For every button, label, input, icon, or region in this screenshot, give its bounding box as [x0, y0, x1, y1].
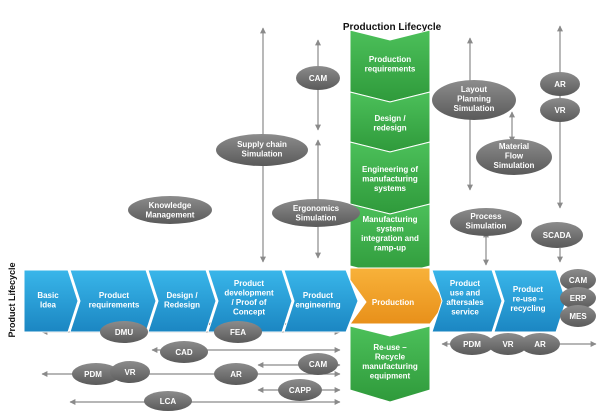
svg-text:AR: AR	[230, 370, 242, 379]
svg-text:CAD: CAD	[175, 348, 193, 357]
product-stage-6-shape	[431, 269, 503, 333]
product-stage-label: Design /Redesign	[164, 291, 200, 310]
tool-pdm-left: PDM	[72, 363, 120, 385]
product-stage-4-shape	[207, 269, 293, 333]
production-stage-label: Design /redesign	[373, 114, 406, 133]
svg-text:CAM: CAM	[569, 276, 588, 285]
svg-text:PDM: PDM	[463, 340, 481, 349]
production-center-shape	[349, 267, 447, 325]
svg-text:CAM: CAM	[309, 360, 328, 369]
svg-text:CAPP: CAPP	[289, 386, 312, 395]
product-stage-7-shape	[493, 269, 567, 333]
reuse-stage-shape	[349, 325, 431, 403]
diagram-title: Production Lifecycle	[343, 22, 442, 33]
tool-cad: CAD	[160, 341, 208, 363]
production-column	[349, 29, 447, 403]
product-stage-5-shape	[283, 269, 359, 333]
tool-vr-right: VR	[488, 333, 528, 355]
product-chevrons	[23, 269, 567, 333]
tool-cam-right: CAM	[560, 269, 596, 291]
production-stage-4-shape	[349, 203, 431, 277]
svg-text:PDM: PDM	[84, 370, 102, 379]
svg-text:DMU: DMU	[115, 328, 133, 337]
svg-text:VR: VR	[124, 368, 135, 377]
svg-text:LCA: LCA	[160, 397, 177, 406]
tool-mes: MES	[560, 305, 596, 327]
tool-scada: SCADA	[531, 222, 583, 248]
tool-vr-top: VR	[540, 98, 580, 122]
tool-capp: CAPP	[278, 379, 322, 401]
tool-vr-left: VR	[110, 361, 150, 383]
tool-cam-top: CAM	[296, 66, 340, 90]
tool-lca: LCA	[144, 391, 192, 411]
tool-ar-mid: AR	[214, 363, 258, 385]
tool-dmu: DMU	[100, 321, 148, 343]
tool-ar-top: AR	[540, 72, 580, 96]
production-center-label: Production	[372, 298, 414, 307]
product-stage-1-shape	[23, 269, 79, 333]
tool-pdm-right: PDM	[450, 333, 494, 355]
svg-text:VR: VR	[554, 106, 565, 115]
svg-text:SCADA: SCADA	[543, 231, 572, 240]
svg-text:AR: AR	[554, 80, 566, 89]
side-label: Product Lifecycle	[7, 262, 17, 337]
svg-text:AR: AR	[534, 340, 546, 349]
svg-text:MES: MES	[569, 312, 587, 321]
tool-cam-bottom: CAM	[298, 353, 338, 375]
tool-fea: FEA	[214, 321, 262, 343]
tool-ar-right: AR	[520, 333, 560, 355]
svg-text:CAM: CAM	[309, 74, 328, 83]
svg-text:VR: VR	[502, 340, 513, 349]
product-stage-3-shape	[147, 269, 217, 333]
svg-text:ERP: ERP	[570, 294, 587, 303]
tool-erp: ERP	[560, 287, 596, 309]
svg-text:FEA: FEA	[230, 328, 246, 337]
